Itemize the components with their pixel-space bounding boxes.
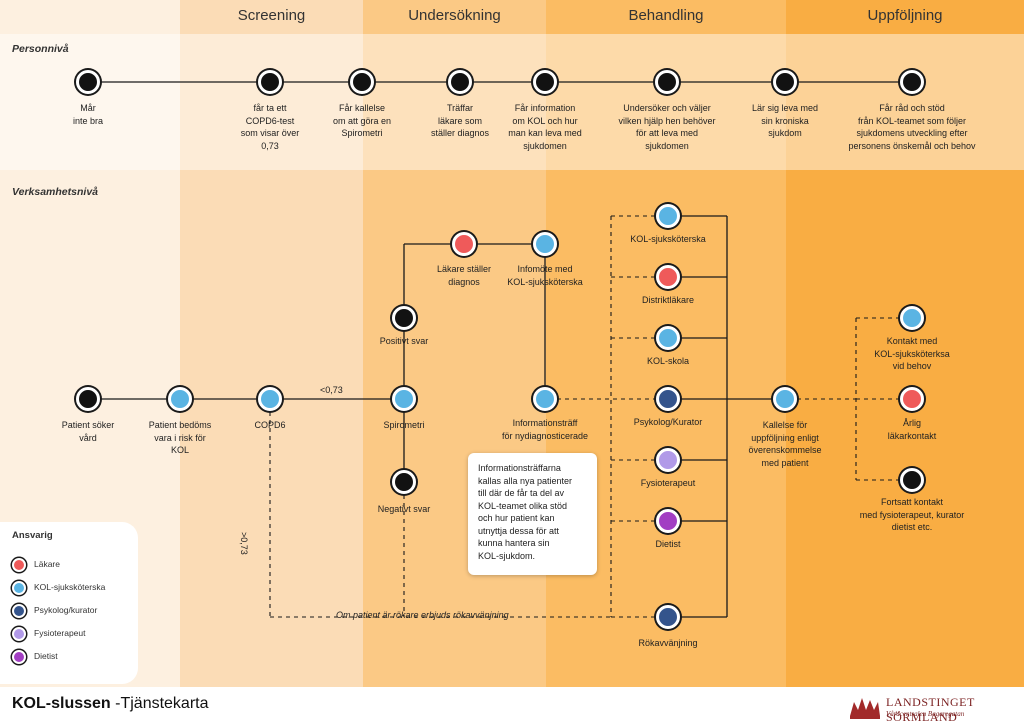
info-line: till där de får ta del av — [478, 488, 565, 498]
legend-label: Dietist — [34, 651, 58, 661]
personal-step-3-node — [350, 70, 374, 94]
positivt-svar-label: Positivt svar — [379, 336, 429, 346]
page-title: KOL-slussen -Tjänstekarta — [12, 695, 209, 713]
personal-level-strip — [0, 34, 1024, 170]
legend-dot-blue — [12, 581, 26, 595]
title-rest: -Tjänstekarta — [110, 695, 209, 712]
patient-bedoms-node — [168, 387, 192, 411]
legend-dot-purple — [12, 650, 26, 664]
lakare-diagnos-node — [452, 232, 476, 256]
rokavvanjning-label: Rökavvänjning — [638, 638, 698, 648]
personal-step-8-node — [900, 70, 924, 94]
lt-073-label: <0,73 — [320, 385, 343, 395]
personal-step-1-node — [76, 70, 100, 94]
gt-073-label: >0,73 — [239, 532, 249, 555]
info-line: kunna hantera sin — [478, 538, 550, 548]
kol-ssk-node — [656, 204, 680, 228]
kol-skola-label: KOL-skola — [646, 356, 690, 366]
fysioterapeut-label: Fysioterapeut — [640, 478, 696, 488]
rokavvanjning-node — [656, 605, 680, 629]
legend-dot-navy — [12, 604, 26, 618]
legend-dot-lilac — [12, 627, 26, 641]
informationstraff-node — [533, 387, 557, 411]
phase-behandling: Behandling — [628, 7, 704, 24]
arlig-node — [900, 387, 924, 411]
legend-label: Läkare — [34, 559, 60, 569]
fortsatt-node — [900, 468, 924, 492]
personal-step-5-node — [533, 70, 557, 94]
personal-step-4-node — [448, 70, 472, 94]
distriktlakare-label: Distriktläkare — [641, 295, 694, 305]
info-line: Informationsträffarna — [478, 463, 561, 473]
distriktlakare-node — [656, 265, 680, 289]
personal-step-2-node — [258, 70, 282, 94]
infomote-node — [533, 232, 557, 256]
negativt-svar-label: Negativt svar — [377, 504, 431, 514]
fysioterapeut-node — [656, 448, 680, 472]
title-bold: KOL-slussen — [12, 695, 111, 712]
legend-label: Fysioterapeut — [34, 628, 86, 638]
info-line: KOL-teamet olika stöd — [478, 500, 568, 511]
spirometri-node — [392, 387, 416, 411]
patient-soker-node — [76, 387, 100, 411]
copd6-node — [258, 387, 282, 411]
legend-label: Psykolog/kurator — [34, 605, 98, 615]
positivt-svar-node — [392, 306, 416, 330]
rok-offer-text: Om patient är rökare erbjuds rökavvänjni… — [336, 610, 509, 620]
info-line: KOL-sjukdom. — [478, 550, 536, 561]
personal-step-7-node — [773, 70, 797, 94]
logo-name: LANDSTINGET SÖRMLAND — [886, 695, 975, 724]
info-line: kallas alla nya patienter — [478, 475, 573, 486]
level-business-title: Verksamhetsnivå — [12, 186, 98, 198]
info-line: och hur patient kan — [478, 513, 555, 523]
informationstraff-info-box: Informationsträffarna kallas alla nya pa… — [468, 453, 597, 575]
level-personal-title: Personnivå — [12, 43, 69, 55]
personal-step-6-node — [655, 70, 679, 94]
kallelse-node — [773, 387, 797, 411]
dietist-node — [656, 509, 680, 533]
band-uppfoljning — [786, 0, 1024, 687]
psykolog-node — [656, 387, 680, 411]
kol-skola-node — [656, 326, 680, 350]
info-line: utnyttja dessa för att — [478, 525, 560, 536]
spirometri-label: Spirometri — [383, 420, 425, 430]
psykolog-label: Psykolog/Kurator — [633, 417, 703, 427]
kontakt-ssk-node — [900, 306, 924, 330]
legend-label: KOL-sjuksköterska — [34, 582, 106, 592]
phase-undersokning: Undersökning — [408, 7, 501, 24]
negativt-svar-node — [392, 470, 416, 494]
legend: Ansvarig Läkare KOL-sjuksköterska Psykol… — [0, 522, 138, 684]
logo-sub: Vårdcentralen Bagaregatan — [886, 710, 965, 718]
landstinget-logo: LANDSTINGET SÖRMLAND Vårdcentralen Bagar… — [848, 692, 1020, 724]
band-screening — [180, 0, 363, 687]
phase-uppfoljning: Uppföljning — [867, 7, 943, 24]
crown-logo-icon — [850, 698, 880, 719]
kol-ssk-label: KOL-sjuksköterska — [630, 234, 706, 244]
legend-title: Ansvarig — [12, 530, 53, 541]
phase-screening: Screening — [237, 7, 306, 24]
copd6-label: COPD6 — [254, 420, 286, 430]
legend-dot-red — [12, 558, 26, 572]
dietist-label: Dietist — [655, 539, 681, 549]
